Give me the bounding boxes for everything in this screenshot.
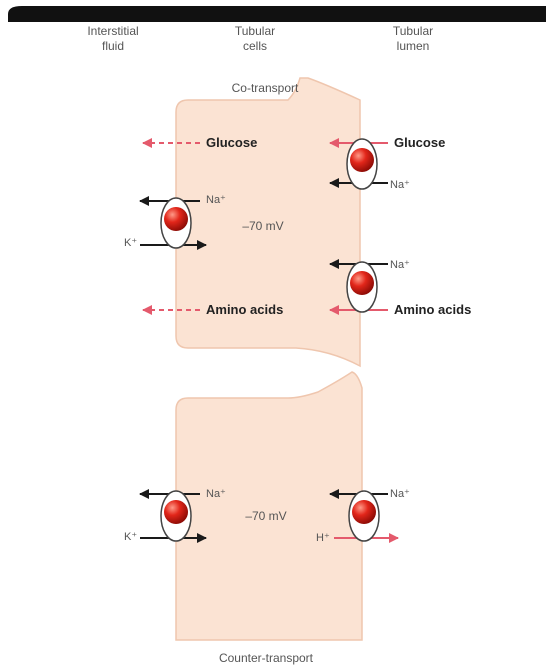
glucose-right-label: Glucose: [394, 135, 445, 150]
amino-right-label: Amino acids: [394, 302, 471, 317]
amino-left-label: Amino acids: [206, 302, 283, 317]
glucose-left-label: Glucose: [206, 135, 257, 150]
k-pump-label-bottom: K⁺: [124, 531, 137, 543]
na-h-exchanger: [349, 491, 379, 541]
na-pump-label-bottom: Na⁺: [206, 488, 226, 500]
interstitial-header-line1: Interstitial: [87, 24, 138, 38]
membrane-potential-bottom: –70 mV: [245, 509, 286, 523]
glucose-symporter: [347, 139, 377, 189]
na-k-pump-top: [161, 198, 191, 248]
na-exchanger-label: Na⁺: [390, 488, 410, 500]
tubular-cells-header-line2: cells: [243, 39, 267, 53]
na-k-pump-bottom: [161, 491, 191, 541]
interstitial-header-line2: fluid: [102, 39, 124, 53]
bottom-cell: [176, 372, 362, 640]
tubular-cells-header-line1: Tubular: [235, 24, 275, 38]
na-pump-label-top: Na⁺: [206, 194, 226, 206]
h-exchanger-label: H⁺: [316, 532, 330, 544]
co-transport-label: Co-transport: [232, 81, 299, 95]
tubular-lumen-header-line2: lumen: [397, 39, 430, 53]
na-amino-label: Na⁺: [390, 259, 410, 271]
top-bar: [8, 6, 546, 22]
na-glucose-label: Na⁺: [390, 179, 410, 191]
membrane-potential-top: –70 mV: [242, 219, 283, 233]
k-pump-label-top: K⁺: [124, 237, 137, 249]
tubular-lumen-header-line1: Tubular: [393, 24, 433, 38]
amino-acid-symporter: [347, 262, 377, 312]
counter-transport-label: Counter-transport: [219, 651, 314, 665]
